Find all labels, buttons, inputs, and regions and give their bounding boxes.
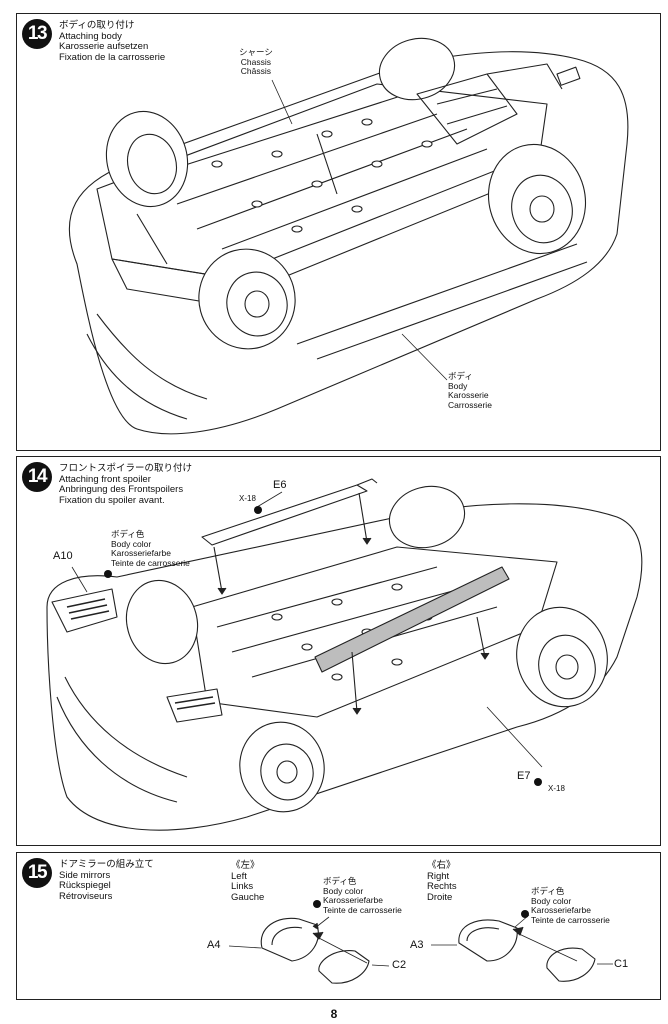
left-body-color-label: ボディ色 Body color Karosseriefarbe Teinte d… <box>323 876 402 915</box>
part-e6-label: E6 <box>273 479 287 491</box>
front-spoiler-illustration <box>46 478 643 831</box>
screw-x18-label: X-18 <box>239 494 256 503</box>
step-title-block: ボディの取り付け Attaching body Karosserie aufse… <box>59 20 166 63</box>
paint-marker-icon <box>313 900 321 908</box>
title-french: Rétroviseurs <box>59 890 113 902</box>
step-15-panel: 15 ドアミラーの組み立て Side mirrors Rückspiegel R… <box>16 852 661 1000</box>
title-english: Attaching front spoiler <box>59 473 151 485</box>
body-color-label: ボディ色 Body color Karosseriefarbe Teinte d… <box>111 529 190 568</box>
title-japanese: ボディの取り付け <box>59 20 135 31</box>
part-c2-label: C2 <box>392 959 407 971</box>
paint-marker-icon <box>521 910 529 918</box>
paint-marker-icon <box>104 570 112 578</box>
side-mirror-illustration <box>228 914 613 984</box>
step-14-panel: 14 フロントスポイラーの取り付け Attaching front spoile… <box>16 456 661 846</box>
page-number: 8 <box>330 1007 338 1021</box>
step-title-block: フロントスポイラーの取り付け Attaching front spoiler A… <box>59 463 193 506</box>
title-french: Fixation du spoiler avant. <box>59 494 165 506</box>
left-mirror-heading: 《左》 Left Links Gauche <box>231 860 265 903</box>
part-c1-label: C1 <box>614 958 629 970</box>
title-french: Fixation de la carrosserie <box>59 51 166 63</box>
part-e7-label: E7 <box>517 770 531 782</box>
title-japanese: ドアミラーの組み立て <box>59 859 154 870</box>
title-english: Attaching body <box>59 30 122 42</box>
step-number-badge: 15 <box>22 858 52 888</box>
step-13-panel: 13 ボディの取り付け Attaching body Karosserie au… <box>16 13 661 451</box>
title-german: Anbringung des Frontspoilers <box>59 484 184 495</box>
right-mirror-heading: 《右》 Right Rechts Droite <box>427 860 457 903</box>
part-a10-label: A10 <box>53 550 73 562</box>
title-german: Karosserie aufsetzen <box>59 41 149 52</box>
screw-x18-label: X-18 <box>548 784 565 793</box>
car-underside-illustration <box>68 37 629 435</box>
part-a3-label: A3 <box>410 939 424 951</box>
title-german: Rückspiegel <box>59 880 111 891</box>
body-label: ボディ Body Karosserie Carrosserie <box>448 371 492 410</box>
screw-marker-icon <box>534 778 542 786</box>
chassis-label: シャーシ Chassis Châssis <box>239 47 273 76</box>
screw-marker-icon <box>254 506 262 514</box>
title-japanese: フロントスポイラーの取り付け <box>59 463 193 474</box>
part-a4-label: A4 <box>207 939 221 951</box>
step-number-badge: 14 <box>22 462 52 492</box>
step-number-badge: 13 <box>22 19 52 49</box>
step-title-block: ドアミラーの組み立て Side mirrors Rückspiegel Rétr… <box>59 859 154 902</box>
right-body-color-label: ボディ色 Body color Karosseriefarbe Teinte d… <box>531 886 610 925</box>
title-english: Side mirrors <box>59 869 111 881</box>
